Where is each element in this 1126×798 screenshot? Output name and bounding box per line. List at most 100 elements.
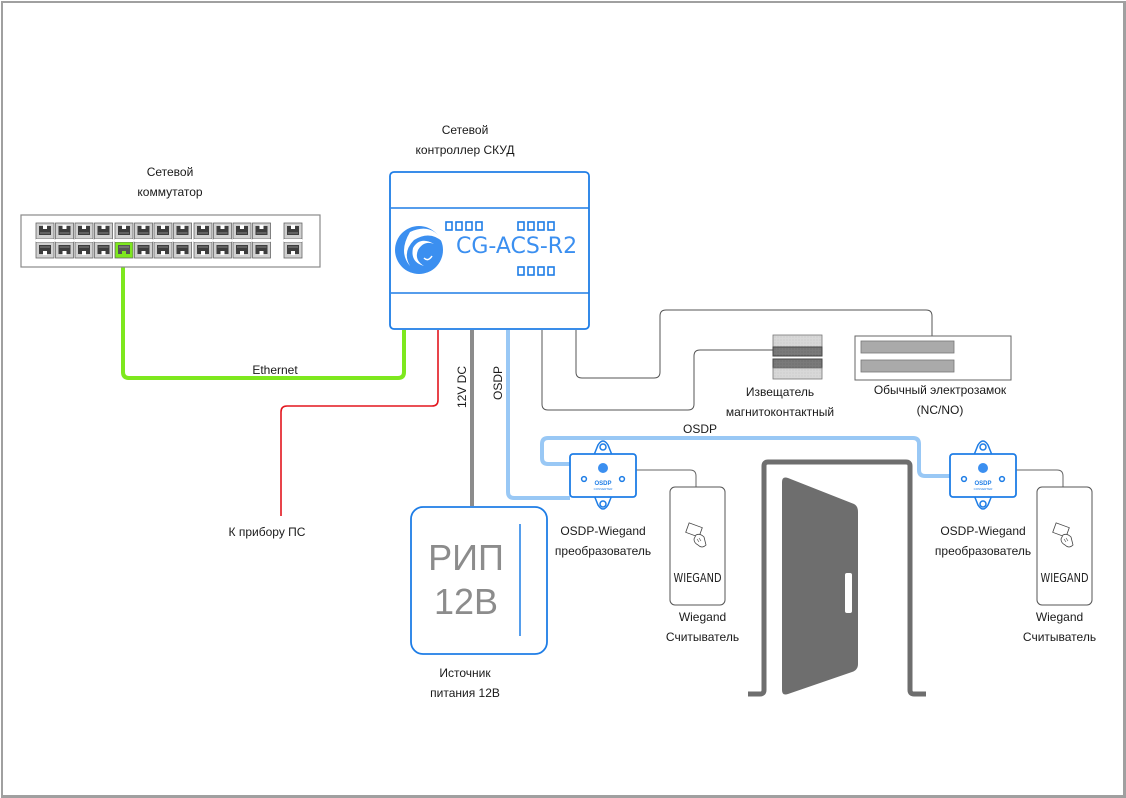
wire-osdp-main xyxy=(506,330,570,500)
switch-port[interactable] xyxy=(283,222,303,240)
electric-lock-label-line2: (NC/NO) xyxy=(916,403,964,417)
controller-logo-icon xyxy=(395,226,443,274)
magnetic-contact-sensor[interactable] xyxy=(772,334,823,380)
reader-1-label-line1: Wiegand xyxy=(678,610,727,624)
switch-port[interactable] xyxy=(283,241,303,259)
wire-magnetic-sensor xyxy=(541,330,776,411)
reader-1-label-line2: Считыватель xyxy=(665,630,740,644)
wiegand-reader-2[interactable]: WIEGAND xyxy=(1036,486,1093,606)
reader-body xyxy=(669,486,726,606)
card-in-hand-icon xyxy=(685,522,707,548)
wire-fire-panel xyxy=(280,330,439,516)
reader-face-text: WIEGAND xyxy=(674,571,722,585)
wire-reader-2 xyxy=(1016,469,1064,488)
switch-label-line2: коммутатор xyxy=(137,185,203,199)
led-indicator xyxy=(527,266,535,276)
magnetic-sensor-label-line1: Извещатель xyxy=(745,385,815,399)
card-in-hand-icon xyxy=(1052,522,1074,548)
switch-port[interactable] xyxy=(252,241,271,259)
osdp-bus-label: OSDP xyxy=(682,422,717,436)
led-indicator xyxy=(537,221,545,231)
switch-port[interactable] xyxy=(35,241,55,259)
switch-port[interactable] xyxy=(35,222,55,240)
converter-face-title: OSDP xyxy=(974,481,991,487)
reader-face-text: WIEGAND xyxy=(1041,571,1089,585)
switch-port[interactable] xyxy=(173,241,192,259)
led-indicator xyxy=(445,221,453,231)
switch-port[interactable] xyxy=(232,222,252,240)
electric-lock[interactable] xyxy=(854,335,1012,381)
power-supply-label-line1: Источник xyxy=(439,666,491,680)
reader-2-label-line1: Wiegand xyxy=(1035,610,1084,624)
reader-body xyxy=(1036,486,1093,606)
converter-face-title: OSDP xyxy=(594,481,611,487)
converter-body xyxy=(569,453,637,498)
switch-port[interactable] xyxy=(173,222,192,240)
power-line-label: 12V DC xyxy=(455,365,469,408)
switch-port[interactable] xyxy=(213,241,232,259)
electric-lock-label: Обычный электрозамок (NC/NO) xyxy=(860,380,1020,420)
fire-panel-label: К прибору ПС xyxy=(228,525,306,539)
led-indicator xyxy=(547,221,555,231)
acs-controller[interactable] xyxy=(389,171,590,330)
network-switch[interactable] xyxy=(20,214,321,268)
switch-port[interactable] xyxy=(153,222,173,240)
led-indicator xyxy=(475,221,483,231)
switch-port[interactable] xyxy=(153,241,173,259)
led-indicator xyxy=(537,266,545,276)
converter-2-label: OSDP-Wiegand преобразователь xyxy=(923,521,1043,561)
converter-body xyxy=(949,453,1017,498)
switch-port-active[interactable] xyxy=(114,241,134,259)
converter-1-label-line1: OSDP-Wiegand xyxy=(560,524,646,538)
switch-port[interactable] xyxy=(55,241,74,259)
wire-osdp-bus xyxy=(540,436,950,478)
converter-logo-icon xyxy=(598,463,608,473)
power-supply[interactable] xyxy=(410,506,548,655)
electric-lock-label-line1: Обычный электрозамок xyxy=(873,383,1007,397)
switch-label-line1: Сетевой xyxy=(146,165,194,179)
switch-port[interactable] xyxy=(193,241,213,259)
controller-label-line2: контроллер СКУД xyxy=(415,143,515,157)
led-indicator xyxy=(465,221,473,231)
led-indicator xyxy=(527,221,535,231)
magnetic-sensor-label-line2: магнитоконтактный xyxy=(725,405,835,419)
switch-port[interactable] xyxy=(114,222,134,240)
reader-2-label: Wiegand Считыватель xyxy=(1012,607,1107,647)
wire-reader-1 xyxy=(636,469,697,488)
wiegand-reader-1[interactable]: WIEGAND xyxy=(669,486,726,606)
switch-port[interactable] xyxy=(74,241,94,259)
switch-port[interactable] xyxy=(74,222,94,240)
osdp-main-label: OSDP xyxy=(491,365,505,400)
controller-model-name: CG-ACS-R2 xyxy=(456,234,578,259)
screw-hole xyxy=(580,475,588,483)
power-supply-face-line2: 12В xyxy=(433,581,499,622)
power-supply-face-line1: РИП xyxy=(428,537,504,578)
led-indicator xyxy=(517,221,525,231)
magnetic-sensor-label: Извещатель магнитоконтактный xyxy=(710,382,850,422)
power-supply-label-line2: питания 12В xyxy=(430,686,500,700)
switch-port[interactable] xyxy=(252,222,271,240)
controller-led-indicators xyxy=(445,221,555,276)
converter-face-subtitle: CONVERTER xyxy=(594,487,614,491)
switch-port[interactable] xyxy=(213,222,232,240)
switch-port[interactable] xyxy=(94,222,113,240)
converter-1-label-line2: преобразователь xyxy=(554,544,652,558)
power-supply-label: Источник питания 12В xyxy=(405,663,525,703)
ethernet-label: Ethernet xyxy=(252,363,298,377)
led-indicator xyxy=(547,266,555,276)
switch-port[interactable] xyxy=(193,222,213,240)
switch-port[interactable] xyxy=(94,241,113,259)
reader-2-label-line2: Считыватель xyxy=(1022,630,1097,644)
wire-ethernet xyxy=(121,262,406,380)
controller-label-line1: Сетевой xyxy=(441,123,489,137)
converter-2-label-line1: OSDP-Wiegand xyxy=(940,524,1026,538)
switch-port[interactable] xyxy=(55,222,74,240)
led-indicator xyxy=(455,221,463,231)
switch-port[interactable] xyxy=(134,241,153,259)
switch-port[interactable] xyxy=(134,222,153,240)
switch-port[interactable] xyxy=(232,241,252,259)
